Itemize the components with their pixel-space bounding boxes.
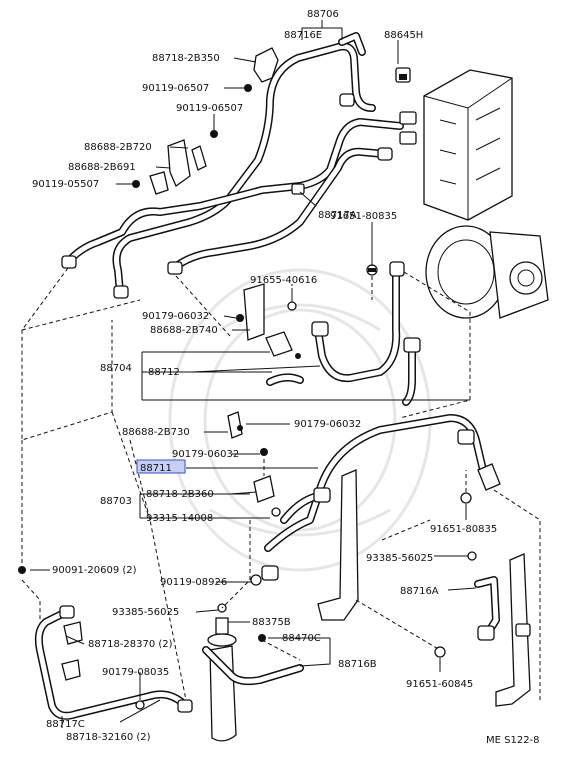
label-90119-06507-b[interactable]: 90119-06507 [176,103,243,114]
tube-88717c[interactable] [34,605,193,720]
label-88711[interactable]: 88711 [140,463,172,474]
label-88688-2b740[interactable]: 88688-2B740 [150,325,218,336]
label-88716e[interactable]: 88716E [284,30,322,41]
bolts-mid [236,264,378,322]
label-88718-28370[interactable]: 88718-28370 (2) [88,639,173,650]
hose-88706[interactable] [338,32,366,56]
label-90119-05507[interactable]: 90119-05507 [32,179,99,190]
label-88718-2b360[interactable]: 88718-2B360 [146,489,214,500]
label-88718-32160[interactable]: 88718-32160 (2) [66,732,151,743]
discharge-hose-88704[interactable] [311,261,421,406]
fittings-receiver [217,603,266,642]
clamp-88718-2b360[interactable] [253,475,275,503]
label-88712[interactable]: 88712 [148,367,180,378]
label-88470c[interactable]: 88470C [282,633,321,644]
label-90091-20609[interactable]: 90091-20609 (2) [52,565,137,576]
clip-88688-2b730[interactable] [227,411,243,439]
label-88375b[interactable]: 88375B [252,617,291,628]
hose-section-88712[interactable] [266,373,304,386]
label-88706[interactable]: 88706 [307,9,339,20]
evaporator-unit [399,69,513,221]
label-90179-06032-b[interactable]: 90179-06032 [294,419,361,430]
label-88703[interactable]: 88703 [100,496,132,507]
label-88716a[interactable]: 88716A [400,586,439,597]
label-88716b[interactable]: 88716B [338,659,377,670]
fittings-mid [250,448,472,586]
clamp-88718-28370[interactable] [61,621,83,681]
part-labels: 88706 88716E 88645H 88718-2B350 90119-06… [32,9,540,746]
fittings-lower-right [434,551,477,658]
label-88688-2b691[interactable]: 88688-2B691 [68,162,136,173]
label-90179-06032-c[interactable]: 90179-06032 [172,449,239,460]
cooler-tube-88716a[interactable] [474,576,531,641]
clamp-88712[interactable] [265,331,301,359]
label-88717c[interactable]: 88717C [46,719,85,730]
label-93385-56025-a[interactable]: 93385-56025 [366,553,433,564]
leader-lines [30,20,477,728]
label-90119-06507-a[interactable]: 90119-06507 [142,83,209,94]
suction-hose-88717a[interactable] [64,118,404,272]
hose-fittings-upper [61,93,393,299]
highlight-box [136,459,186,474]
liquid-hose-88711[interactable] [264,414,501,552]
label-91655-40616[interactable]: 91655-40616 [250,275,317,286]
label-88688-2b720[interactable]: 88688-2B720 [84,142,152,153]
label-90179-06032-a[interactable]: 90179-06032 [142,311,209,322]
bracket-88688-2b740[interactable] [243,283,265,341]
label-88704[interactable]: 88704 [100,363,132,374]
suction-hose-upper[interactable] [112,42,376,296]
label-91651-80835-top[interactable]: 91651-80835 [330,211,397,222]
bolts-upper [132,84,252,188]
clamp-88718-2b350[interactable] [253,47,279,83]
label-93315-14008[interactable]: 93315-14008 [146,513,213,524]
label-88645h[interactable]: 88645H [384,30,423,41]
label-88688-2b730[interactable]: 88688-2B730 [122,427,190,438]
pressure-switch-88645h[interactable] [395,67,411,83]
bracket-right-frame [317,469,531,707]
bracket-88688-2b691[interactable] [149,171,169,195]
label-91651-80835-b[interactable]: 91651-80835 [430,524,497,535]
label-90179-08035[interactable]: 90179-08035 [102,667,169,678]
label-90119-08926[interactable]: 90119-08926 [160,577,227,588]
label-88718-2b350[interactable]: 88718-2B350 [152,53,220,64]
label-93385-56025-b[interactable]: 93385-56025 [112,607,179,618]
label-88717a[interactable]: 88717A [318,210,357,221]
tube-88716b[interactable] [202,646,304,686]
label-91651-60845[interactable]: 91651-60845 [406,679,473,690]
compressor [425,225,549,319]
diagram-reference-code: ME S122-8 [486,735,540,746]
